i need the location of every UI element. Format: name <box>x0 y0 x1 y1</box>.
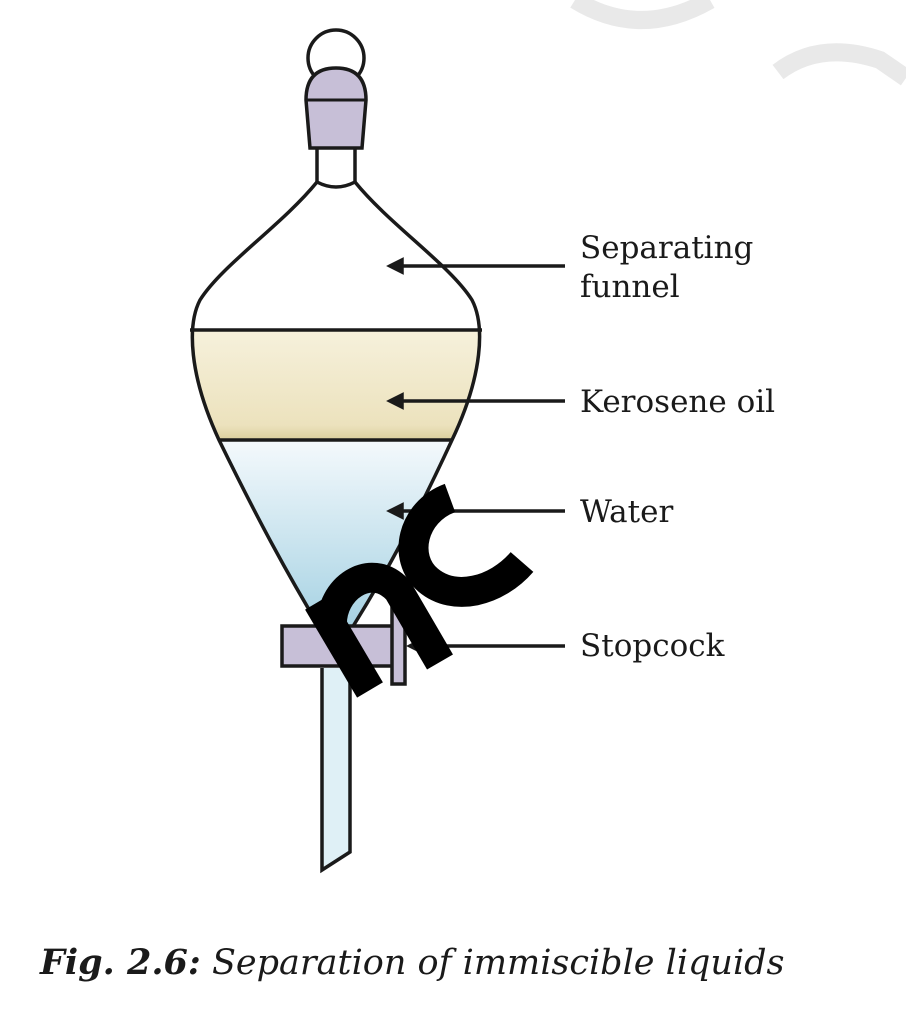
label-separating-funnel-line1: Separating <box>580 230 753 266</box>
figure-caption: Fig. 2.6: Separation of immiscible liqui… <box>40 942 900 983</box>
caption-text: Separation of immiscible liquids <box>211 943 785 983</box>
arrowhead-separating-funnel <box>386 257 404 275</box>
kerosene-layer <box>190 330 482 440</box>
label-separating-funnel-line2: funnel <box>580 269 680 305</box>
water-layer <box>219 440 452 628</box>
label-water: Water <box>580 494 673 530</box>
stopper <box>304 66 368 150</box>
funnel-neck <box>315 148 357 182</box>
arrowhead-water <box>386 502 404 520</box>
figure-number: Fig. 2.6: <box>40 942 201 983</box>
label-kerosene-oil: Kerosene oil <box>580 384 775 420</box>
watermark-logo <box>305 483 534 698</box>
stem-tube <box>320 668 352 874</box>
watermark-arcs <box>570 0 906 86</box>
arrowhead-kerosene-oil <box>386 392 404 410</box>
label-stopcock: Stopcock <box>580 628 725 664</box>
